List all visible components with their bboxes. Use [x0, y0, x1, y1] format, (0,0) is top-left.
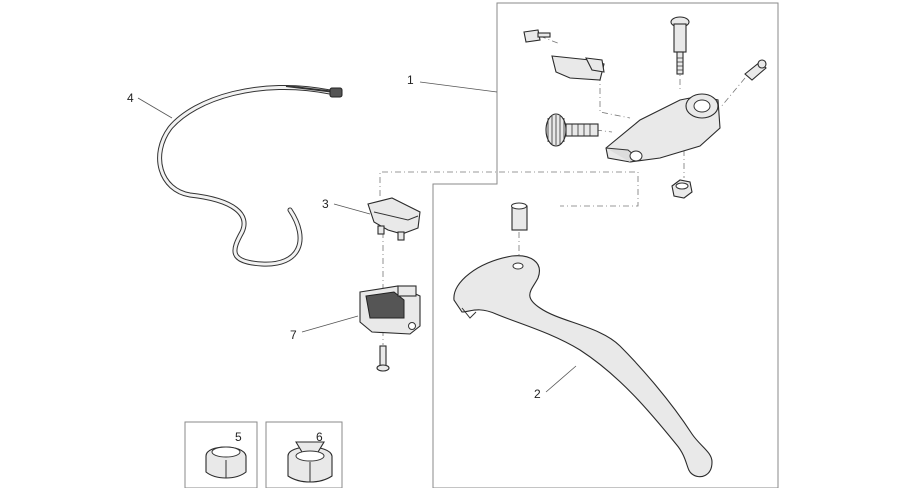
callout-2: 2: [534, 387, 541, 401]
callout-5: 5: [235, 430, 242, 444]
switch-housing: [359, 285, 421, 335]
clip-5: [205, 446, 247, 479]
assembly-frame: [432, 2, 779, 488]
clip-6: [287, 441, 333, 483]
lever-bracket-assembly: [523, 16, 767, 199]
clutch-lever: [453, 202, 713, 478]
clip-6-frame: [265, 421, 343, 488]
callout-7: 7: [290, 328, 297, 342]
clutch-cable: [157, 84, 343, 267]
leader-lines: [137, 81, 577, 393]
callout-1: 1: [407, 73, 414, 87]
callout-6: 6: [316, 430, 323, 444]
clip-5-frame: [184, 421, 258, 488]
housing-screw: [376, 345, 390, 372]
callout-4: 4: [127, 91, 134, 105]
clutch-switch: [367, 197, 421, 241]
callout-3: 3: [322, 197, 329, 211]
